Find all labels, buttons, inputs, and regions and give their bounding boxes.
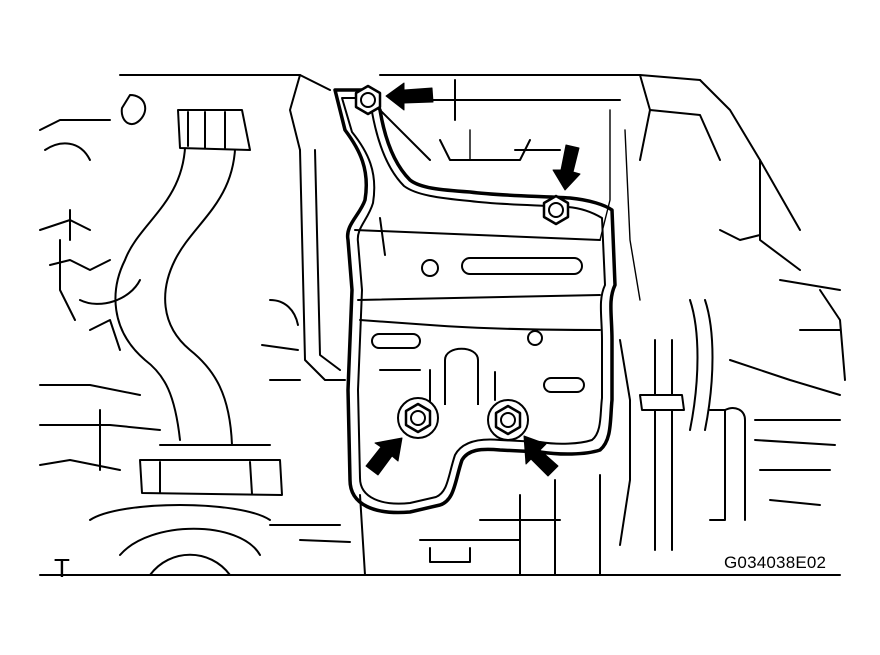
bolt-bottom-right-icon xyxy=(487,399,529,441)
bolt-bottom-left-icon xyxy=(397,397,439,439)
arrow-top-right-icon xyxy=(552,144,581,191)
bracket-assembly xyxy=(333,88,617,515)
bolt-top-right-icon xyxy=(542,194,570,226)
arrow-bottom-left-icon xyxy=(365,437,403,476)
arrow-top-left-icon xyxy=(385,82,434,111)
bolt-top-left-icon xyxy=(354,84,382,116)
corner-mark: T xyxy=(54,553,70,583)
arrow-bottom-right-icon xyxy=(523,435,559,477)
engine-bay-background xyxy=(39,74,846,576)
figure-id-label: G034038E02 xyxy=(724,553,827,572)
